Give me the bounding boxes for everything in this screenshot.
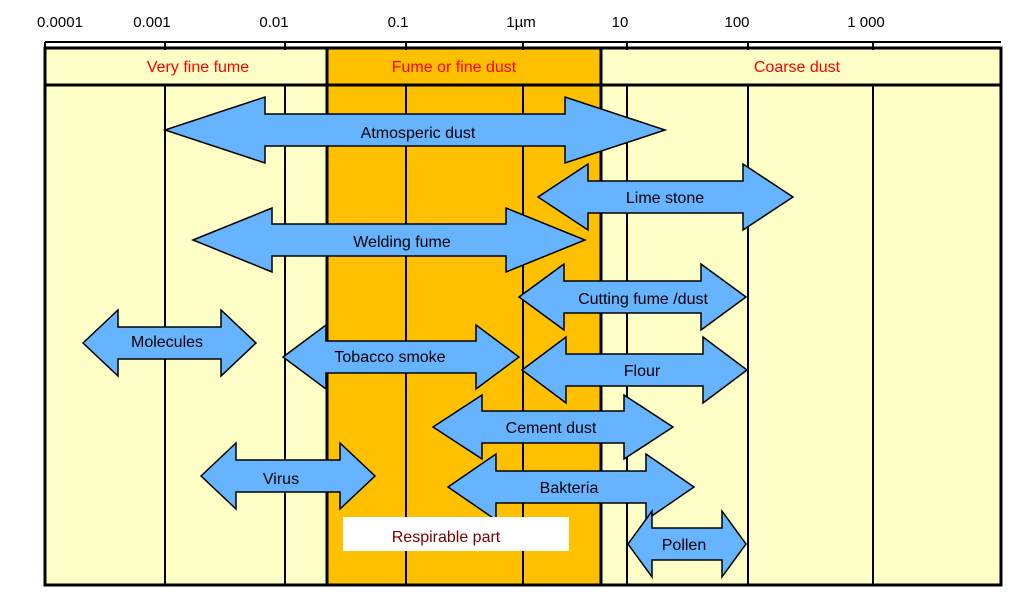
band-label-coarse-dust: Coarse dust xyxy=(754,59,841,76)
particle-arrows xyxy=(81,95,795,580)
band-labels: Very fine fume Fume or fine dust Coarse … xyxy=(147,59,841,76)
axis-tick-label: 1µm xyxy=(506,14,535,31)
axis-tick-label: 0.001 xyxy=(133,14,171,31)
label-cement-dust: Cement dust xyxy=(506,420,597,437)
band-label-very-fine-fume: Very fine fume xyxy=(147,59,249,76)
label-welding-fume: Welding fume xyxy=(353,234,451,251)
label-bakteria: Bakteria xyxy=(540,480,599,497)
arrow-molecules xyxy=(81,308,258,378)
label-tobacco-smoke: Tobacco smoke xyxy=(334,349,445,366)
label-cutting-fume-dust: Cutting fume /dust xyxy=(578,291,708,308)
label-lime-stone: Lime stone xyxy=(626,190,704,207)
particle-labels: Atmosperic dust Lime stone Welding fume … xyxy=(131,125,708,554)
axis-tick-label: 1 000 xyxy=(847,14,885,31)
label-pollen: Pollen xyxy=(662,537,706,554)
arrow-welding-fume xyxy=(191,206,587,274)
label-virus: Virus xyxy=(263,471,299,488)
label-atmosperic-dust: Atmosperic dust xyxy=(361,125,476,142)
respirable-part-box xyxy=(343,517,569,551)
arrow-atmosperic-dust xyxy=(162,95,668,165)
axis-tick-labels: 0.0001 0.001 0.01 0.1 1µm 10 100 1 000 xyxy=(37,14,885,31)
arrow-cement-dust xyxy=(431,393,675,461)
axis-tick-marks xyxy=(44,42,874,50)
axis-tick-label: 100 xyxy=(724,14,749,31)
arrow-lime-stone xyxy=(536,162,795,232)
axis-tick-label: 0.1 xyxy=(388,14,409,31)
label-flour: Flour xyxy=(624,363,661,380)
arrow-cutting-fume-dust xyxy=(517,262,748,332)
label-molecules: Molecules xyxy=(131,334,203,351)
axis-tick-label: 10 xyxy=(612,14,629,31)
arrow-virus xyxy=(199,441,377,511)
band-label-fume-or-fine-dust: Fume or fine dust xyxy=(392,59,517,76)
axis-tick-label: 0.01 xyxy=(259,14,288,31)
arrow-tobacco-smoke xyxy=(281,323,521,391)
arrow-pollen xyxy=(627,508,747,580)
respirable-part-label: Respirable part xyxy=(392,529,501,546)
arrow-bakteria xyxy=(446,452,696,522)
axis-tick-label: 0.0001 xyxy=(37,14,83,31)
arrow-flour xyxy=(520,335,749,405)
